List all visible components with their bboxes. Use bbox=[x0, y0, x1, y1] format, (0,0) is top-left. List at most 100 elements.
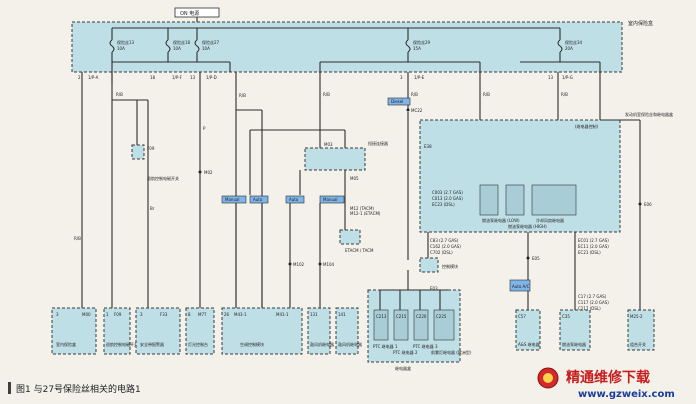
wire-color-rb-4: R/B bbox=[323, 92, 330, 97]
fuse-34: 保险丝34 20A bbox=[557, 28, 583, 62]
component-m00: 3 M00 室内保险盒 bbox=[51, 307, 97, 355]
c141-label: 鼓风机继电器 bbox=[338, 341, 362, 347]
fuse-34-pin: 13 bbox=[548, 75, 554, 80]
fuse-29-name: 保险丝29 bbox=[413, 39, 431, 45]
component-c35: C35 燃油泵继电器 bbox=[559, 309, 591, 351]
fuse-18-name: 保险丝18 bbox=[173, 39, 191, 45]
etacm-label: ETACM / TACM bbox=[345, 248, 374, 253]
m77-code: M77 bbox=[198, 312, 207, 317]
m00-pin: 3 bbox=[56, 312, 59, 317]
fuse-29-conn: 1/P-E bbox=[414, 75, 425, 80]
ems-label: 控制模块 bbox=[442, 263, 458, 269]
fuse-34-name: 保险丝34 bbox=[565, 39, 583, 45]
on-power-label: ON 电源 bbox=[180, 10, 199, 17]
auto-ac-tag: Auto A/C bbox=[512, 284, 530, 289]
watermark-brand: 精通维修下载 bbox=[566, 369, 650, 386]
diesel-branch: Diesel MC22 bbox=[387, 97, 423, 260]
engine-relay-subtitle: (继电器控制) bbox=[575, 123, 599, 129]
m104-label: M104 bbox=[323, 262, 335, 267]
manual-tag-2: Manual bbox=[323, 197, 338, 202]
ems-module: 控制模块 bbox=[419, 257, 458, 273]
cruise-switch-conn: F09 bbox=[147, 146, 155, 151]
m02-connector: M02 bbox=[198, 170, 213, 175]
m05-label: M05 bbox=[350, 176, 359, 181]
m41-code: M41-1 bbox=[276, 312, 289, 317]
joint-connector: 短接连接器 M03 M05 M12 (TACM) M12-1 (ETACM) E… bbox=[249, 129, 388, 253]
conn-ec21: EC21 (DSL) bbox=[578, 250, 601, 255]
watermark-logo-inner-icon bbox=[543, 373, 553, 383]
m02-label: M02 bbox=[204, 170, 213, 175]
wire-color-rb-3: R/B bbox=[239, 93, 246, 98]
relay-fuel-high: 燃油泵继电器 (HIGH) bbox=[508, 223, 547, 229]
fuse-34-conn: 1/P-G bbox=[562, 75, 573, 80]
fuse-13-pin: 2 bbox=[78, 75, 81, 80]
m43-code: M43-1 bbox=[234, 312, 247, 317]
e38-label: E38 bbox=[424, 144, 432, 149]
conn-labels-right: EC01 (2.7 GAS) EC11 (2.0 GAS) EC21 (DSL) bbox=[578, 238, 609, 255]
wire-color-rb-7: R/B bbox=[561, 92, 568, 97]
conn-c217: C217 (DSL) bbox=[578, 306, 601, 311]
fuse-box-label: 室内保险盒 bbox=[628, 20, 653, 27]
component-141: 141 鼓风机继电器 bbox=[335, 307, 362, 355]
fuse-27-conn: 1/P-D bbox=[206, 75, 217, 80]
conn-c162: C162 (2.0 GAS) bbox=[430, 244, 461, 249]
c57-code: C57 bbox=[518, 314, 526, 319]
figure-caption: 图1 与27号保险丝相关的电路1 bbox=[16, 383, 141, 395]
e05-label: E05 bbox=[532, 256, 540, 261]
component-m43: 26 M43-1 M41-1 空调控制模块 bbox=[221, 307, 303, 355]
c35-code: C35 bbox=[562, 314, 570, 319]
watermark-url: www.gzweix.com bbox=[578, 389, 675, 400]
conn-ec01: EC01 (2.7 GAS) bbox=[578, 238, 609, 243]
fuse-18-pin: 18 bbox=[150, 75, 156, 80]
wire-color-p-1: P bbox=[203, 126, 206, 131]
relay-code-c225: C225 bbox=[436, 314, 447, 319]
relay-code-c215: C215 bbox=[396, 314, 407, 319]
fuse-18-amp: 10A bbox=[173, 46, 181, 51]
fuse-13-amp: 10A bbox=[117, 46, 125, 51]
relay-code-c213: C213 bbox=[376, 314, 387, 319]
wire-color-rb-2: R/B bbox=[116, 92, 123, 97]
relay-ptc-3: PTC 继电器 3 bbox=[413, 343, 438, 349]
component-f09: 1 F09 巡航控制电磁开关 bbox=[103, 307, 138, 355]
engine-relay-block: (继电器控制) 发动机室保险丝和继电器盒 燃油泵继电器 (LOW) 燃油泵继电器… bbox=[419, 111, 673, 233]
bottom-components: 3 M00 室内保险盒 1 F09 巡航控制电磁开关 3 F33 安全带报警器 … bbox=[51, 307, 655, 355]
f09-code: F09 bbox=[114, 312, 122, 317]
c131-code: 131 bbox=[310, 312, 318, 317]
auto-tag-1: Auto bbox=[253, 197, 263, 202]
fuse-27: 保险丝27 10A bbox=[194, 28, 220, 62]
wire-color-br-1: Br bbox=[150, 206, 155, 211]
component-c57: C57 A&S 继电器 bbox=[515, 309, 541, 351]
on-power-tag: ON 电源 bbox=[174, 7, 220, 22]
m12-label-1: M12 (TACM) bbox=[350, 206, 374, 211]
fuse-18: 保险丝18 10A bbox=[165, 28, 191, 62]
conn-c17: C17 (2.7 GAS) bbox=[578, 294, 607, 299]
m00-code: M00 bbox=[82, 312, 91, 317]
m77-pin: 8 bbox=[188, 312, 191, 317]
fuse-29-amp: 15A bbox=[413, 46, 421, 51]
m00-label: 室内保险盒 bbox=[56, 341, 76, 347]
conn-labels-mid2: C83 (2.7 GAS) C162 (2.0 GAS) C702 (DSL) bbox=[430, 238, 461, 255]
component-m77: 8 M77 灯光控制台 bbox=[185, 307, 215, 355]
wire-color-rb-6: R/B bbox=[483, 92, 490, 97]
relay-fog: 前雾灯继电器 (欧洲型) bbox=[431, 349, 472, 355]
m43-pin: 26 bbox=[224, 312, 230, 317]
relay-ptc-2: PTC 继电器 2 bbox=[393, 349, 418, 355]
conn-ec11: EC11 (2.0 GAS) bbox=[578, 244, 609, 249]
fuse-27-name: 保险丝27 bbox=[202, 39, 220, 45]
f09-pin: 1 bbox=[106, 312, 109, 317]
auto-tag-2: Auto bbox=[289, 197, 299, 202]
diesel-tag: Diesel bbox=[391, 99, 403, 104]
conn-c003: C003 (2.7 GAS) bbox=[432, 190, 463, 195]
engine-relay-title: 发动机室保险丝和继电器盒 bbox=[625, 111, 673, 117]
fuse-13-name: 保险丝13 bbox=[117, 39, 135, 45]
wire-color-rb-1: R/B bbox=[74, 236, 81, 241]
fuse-13-conn: 1/P-A bbox=[88, 75, 99, 80]
f33-pin: 3 bbox=[140, 312, 143, 317]
conn-labels-right2: C17 (2.7 GAS) C117 (2.0 GAS) C217 (DSL) bbox=[578, 294, 609, 311]
cruise-switch-label: 巡航控制电磁开关 bbox=[147, 175, 179, 181]
conn-c83: C83 (2.7 GAS) bbox=[430, 238, 459, 243]
joint-connector-label: 短接连接器 bbox=[368, 140, 388, 146]
component-m25: M25-2 组合开关 bbox=[627, 309, 655, 351]
relay-cooling-fan: 冷却风扇继电器 bbox=[536, 217, 564, 223]
c35-label: 燃油泵继电器 bbox=[562, 341, 586, 347]
